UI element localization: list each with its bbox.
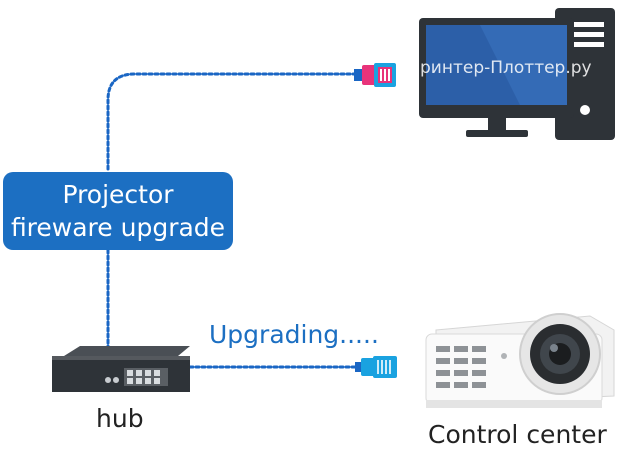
- hub-label: hub: [96, 404, 144, 433]
- cable-lines: [106, 72, 358, 369]
- upgrading-status-text: Upgrading.....: [209, 320, 379, 349]
- rj45-plug-icon: [355, 356, 397, 378]
- projector-vents: [436, 346, 486, 388]
- upgrade-label-box: Projector fireware upgrade: [3, 172, 233, 250]
- rj45-plug-icon: [354, 63, 396, 87]
- computer-icon: [419, 8, 615, 140]
- projector-label: Control center: [428, 420, 607, 449]
- upgrade-label-line1: Projector: [62, 180, 174, 209]
- network-hub-icon: [52, 346, 190, 392]
- projector-icon: [425, 313, 615, 408]
- cable-to-computer: [106, 72, 358, 174]
- upgrade-label-line2: fireware upgrade: [10, 213, 226, 242]
